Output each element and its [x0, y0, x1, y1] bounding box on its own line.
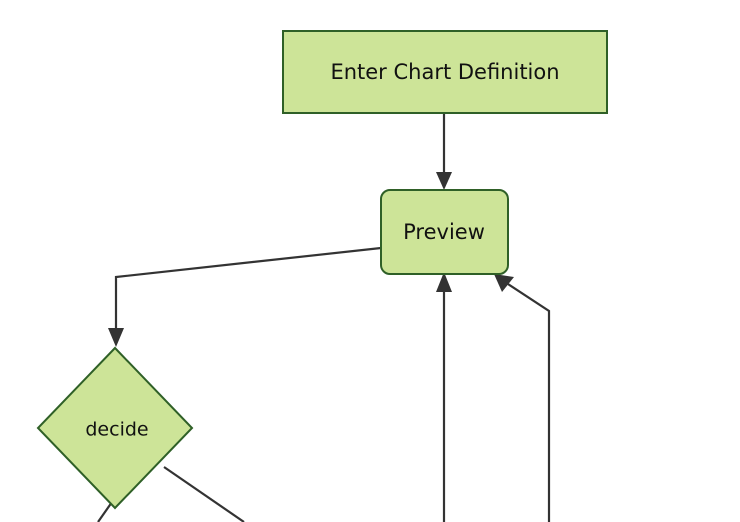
arrowhead-icon-preview-to-decide	[108, 328, 124, 347]
node-shape-decide[interactable]	[36, 346, 194, 510]
node-decide[interactable]: decide	[36, 346, 194, 510]
node-group: Enter Chart Definition Preview decide	[36, 30, 608, 510]
edge-preview-to-decide	[108, 246, 382, 347]
edge-line-decide-branch-right	[163, 466, 245, 522]
edge-enter-to-preview	[436, 113, 452, 190]
edge-decide-branch-left	[97, 501, 113, 522]
node-label-decide: decide	[85, 419, 148, 441]
node-shape-preview[interactable]	[380, 189, 509, 275]
node-preview[interactable]: Preview	[380, 189, 509, 275]
arrowhead-icon-return-right-to-preview	[494, 274, 514, 292]
node-label-enter-chart-definition: Enter Chart Definition	[330, 60, 559, 84]
arrowhead-icon-enter-to-preview	[436, 172, 452, 190]
edge-decide-branch-right	[163, 466, 245, 522]
edge-line-decide-branch-left	[97, 501, 113, 522]
edge-line-preview-to-decide	[114, 246, 382, 335]
edge-return-center-to-preview	[436, 272, 452, 522]
edge-return-right-to-preview	[494, 274, 551, 522]
edge-line-return-right-to-preview	[507, 283, 551, 522]
node-shape-enter-chart-definition[interactable]	[282, 30, 608, 114]
node-enter-chart-definition[interactable]: Enter Chart Definition	[282, 30, 608, 114]
arrowhead-icon-return-center-to-preview	[436, 272, 452, 292]
node-label-preview: Preview	[403, 220, 485, 244]
edge-group	[97, 113, 551, 522]
